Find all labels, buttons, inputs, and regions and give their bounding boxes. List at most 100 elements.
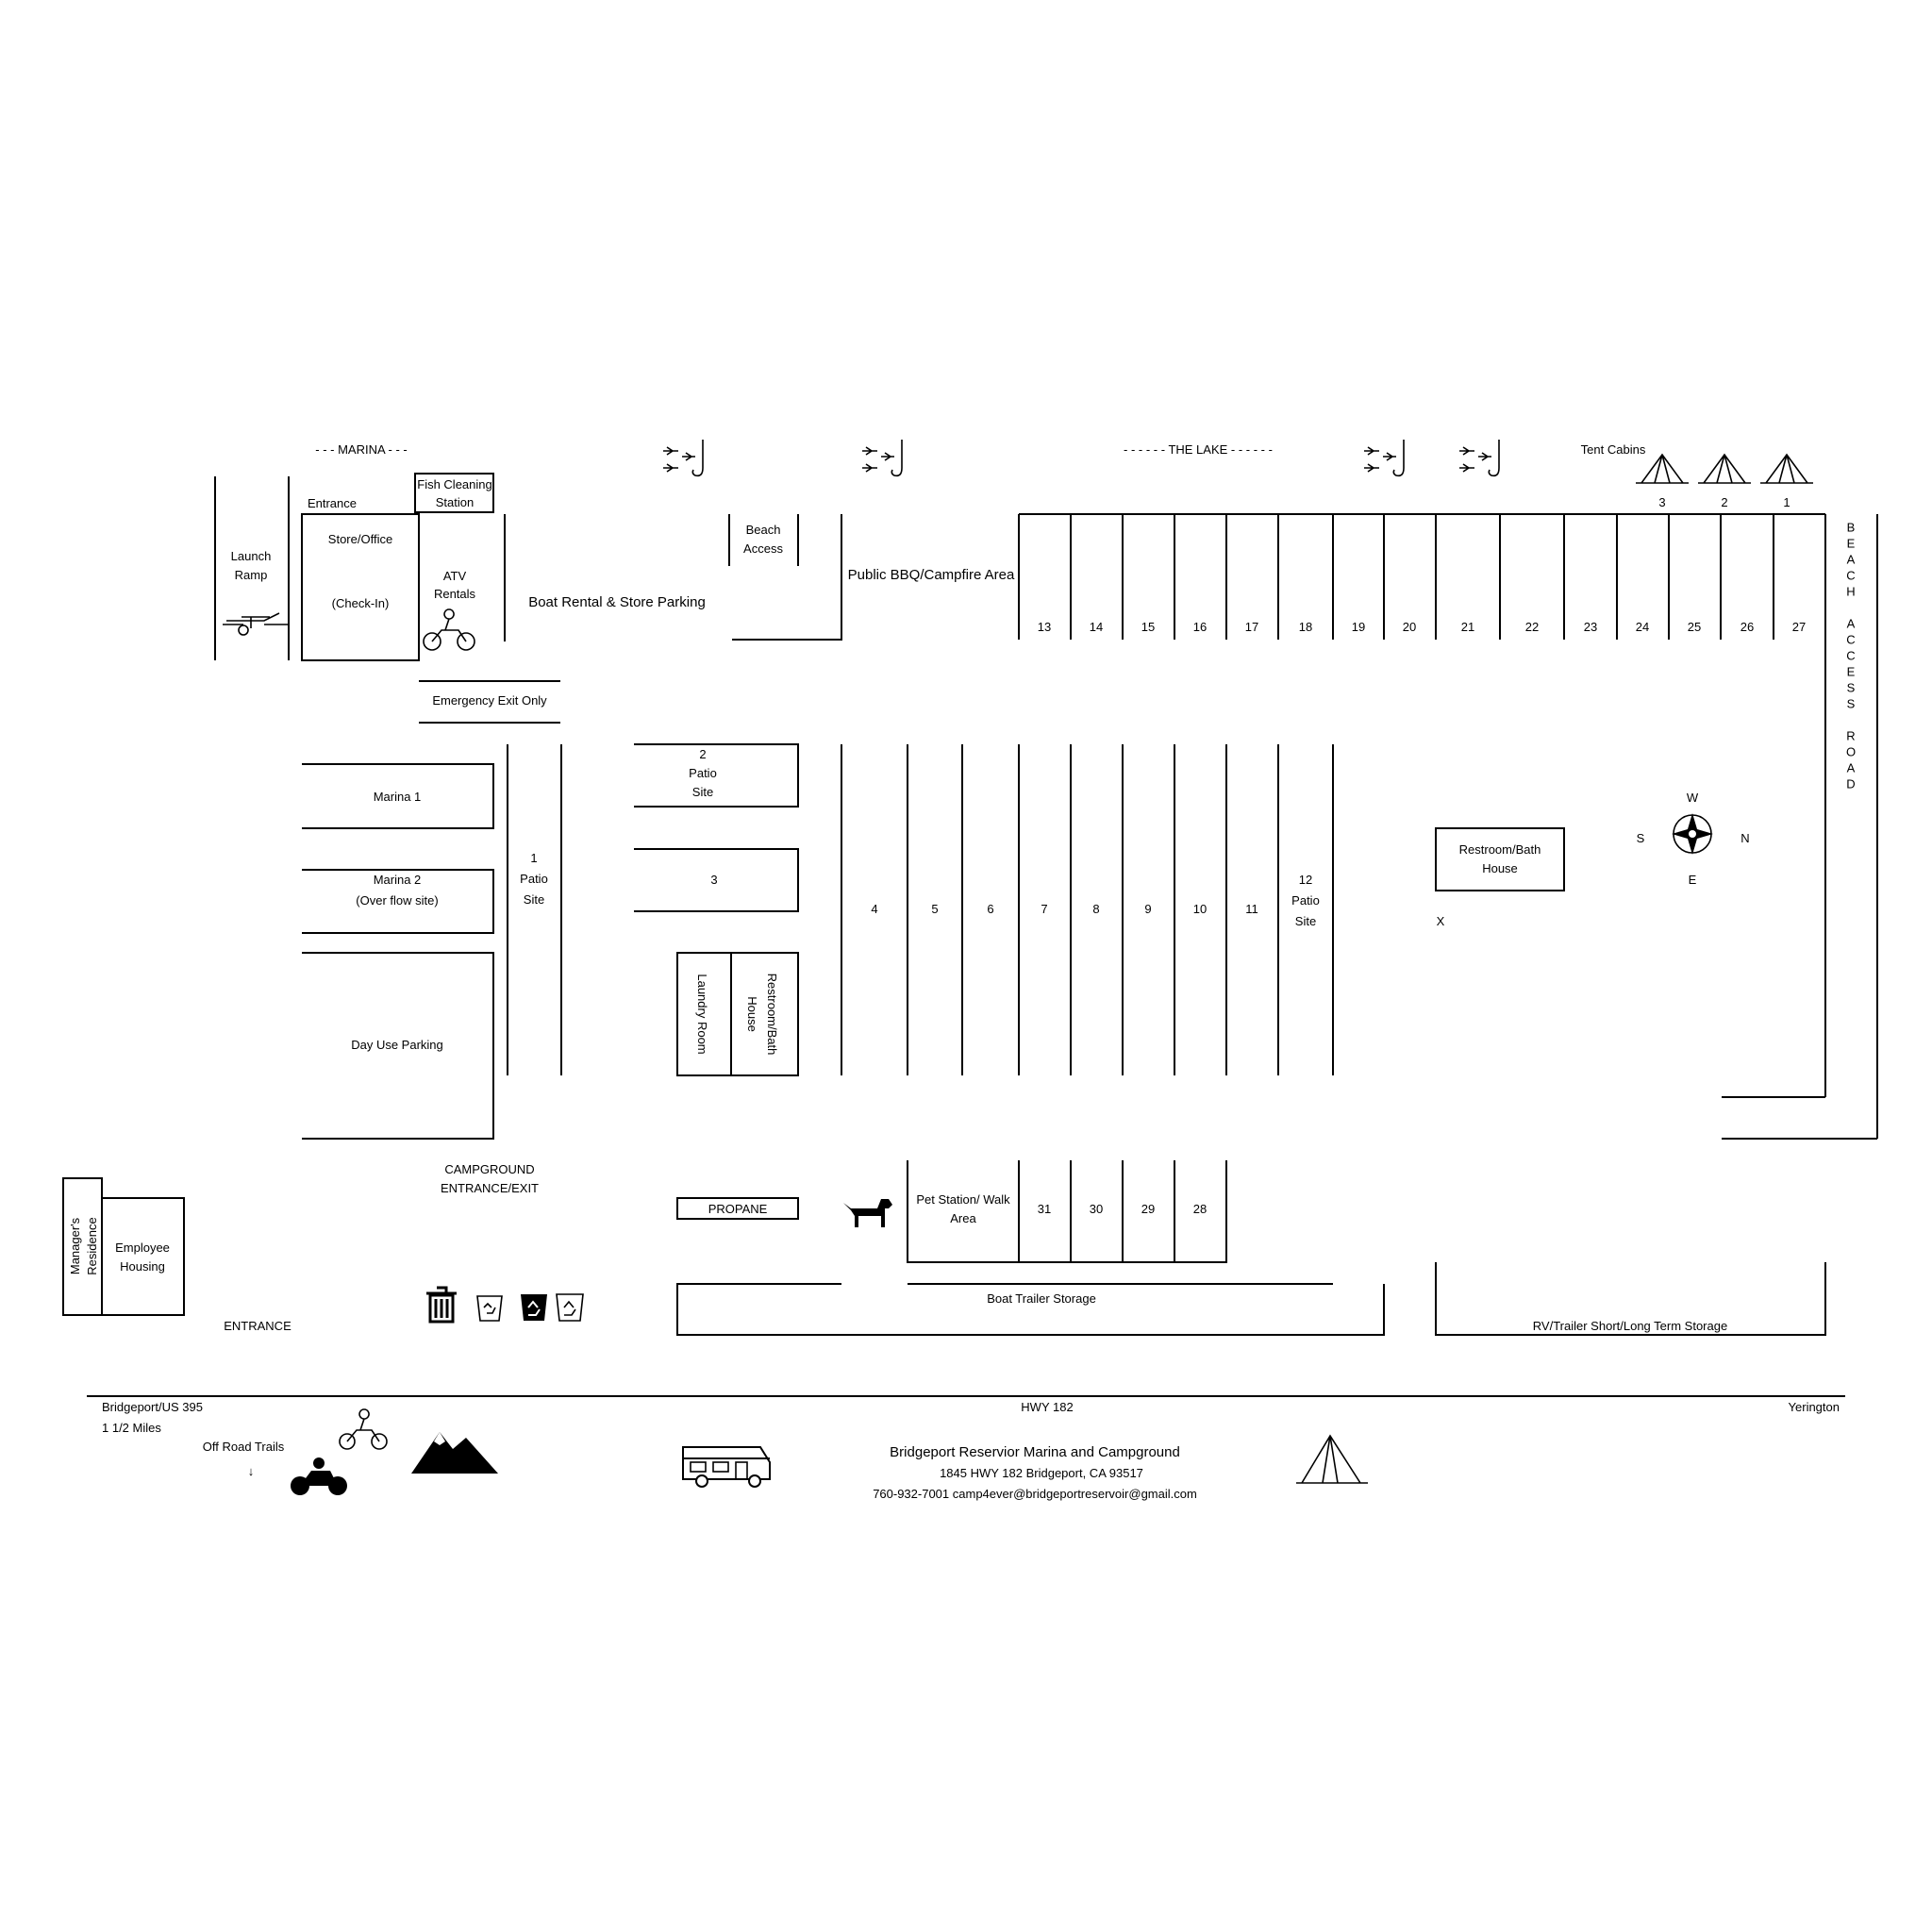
tent-cabin-icon bbox=[1636, 453, 1813, 484]
site-number: 25 bbox=[1688, 620, 1701, 634]
marina-1-site bbox=[302, 763, 494, 829]
restroom-bath-house-right bbox=[1435, 827, 1565, 891]
emergency-exit-label: Emergency Exit Only bbox=[432, 693, 547, 708]
site-number: 19 bbox=[1352, 620, 1365, 634]
down-arrow-icon: ↓ bbox=[248, 1464, 255, 1478]
site-2-label: Site bbox=[692, 785, 713, 799]
middle-row-site-numbers: 4 5 6 7 8 9 10 11 bbox=[871, 902, 1257, 916]
site-number: 9 bbox=[1144, 902, 1151, 916]
site-12-label: Site bbox=[1295, 914, 1316, 928]
propane-station bbox=[676, 1197, 799, 1220]
site-number: 29 bbox=[1141, 1202, 1155, 1216]
launch-ramp-label: Ramp bbox=[235, 568, 268, 582]
site-number: 22 bbox=[1525, 620, 1539, 634]
atv-rentals-label: ATV bbox=[443, 569, 467, 583]
marina-1-label: Marina 1 bbox=[374, 790, 422, 804]
day-use-parking-area bbox=[302, 952, 494, 1140]
x-marker: X bbox=[1437, 914, 1445, 928]
boat-trailer-storage-label: Boat Trailer Storage bbox=[987, 1291, 1096, 1306]
compass-n: N bbox=[1740, 831, 1749, 845]
check-in-label: (Check-In) bbox=[332, 596, 390, 610]
boat-trailer-icon bbox=[223, 612, 289, 636]
fish-cleaning-label: Station bbox=[436, 495, 474, 509]
fish-cleaning-station bbox=[414, 473, 494, 513]
fish-hook-icon bbox=[1364, 440, 1405, 477]
campground-entrance-label: CAMPGROUND bbox=[444, 1162, 534, 1176]
tent-icon bbox=[1296, 1434, 1368, 1484]
marina-header: - - - MARINA - - - bbox=[315, 442, 408, 457]
site-3 bbox=[634, 848, 799, 912]
site-number: 18 bbox=[1299, 620, 1312, 634]
site-number: 23 bbox=[1584, 620, 1597, 634]
campground-entrance-label: ENTRANCE/EXIT bbox=[441, 1181, 539, 1195]
recycle-bin-icon bbox=[476, 1295, 503, 1322]
site-number: 17 bbox=[1245, 620, 1258, 634]
site-1-label: Site bbox=[524, 892, 544, 907]
footer-address: 1845 HWY 182 Bridgeport, CA 93517 bbox=[940, 1466, 1143, 1480]
bottom-row-site-numbers: 31 30 29 28 bbox=[1038, 1202, 1207, 1216]
site-number: 20 bbox=[1403, 620, 1416, 634]
top-row-site-numbers: 13 14 15 16 17 18 19 20 21 22 23 24 25 2… bbox=[1038, 620, 1806, 634]
rv-storage-area bbox=[1435, 1262, 1826, 1336]
beach-access-label: Access bbox=[743, 541, 783, 556]
recycle-bin-icon bbox=[521, 1294, 547, 1321]
site-number: 28 bbox=[1193, 1202, 1207, 1216]
atv-rentals-label: Rentals bbox=[434, 587, 476, 601]
pet-station-label: Area bbox=[950, 1211, 976, 1225]
site-1-label: Patio bbox=[520, 872, 548, 886]
site-1-label: 1 bbox=[530, 851, 537, 865]
site-2 bbox=[634, 743, 799, 808]
pet-station-area bbox=[907, 1160, 1227, 1263]
site-number: 10 bbox=[1193, 902, 1207, 916]
site-number: 30 bbox=[1090, 1202, 1103, 1216]
restroom-bath-label: House bbox=[1482, 861, 1518, 875]
footer-contact: 760-932-7001 camp4ever@bridgeportreservo… bbox=[873, 1487, 1197, 1501]
site-number: 21 bbox=[1461, 620, 1474, 634]
site-number: 16 bbox=[1193, 620, 1207, 634]
beach-access-label: Beach bbox=[746, 523, 781, 537]
rv-storage-label: RV/Trailer Short/Long Term Storage bbox=[1533, 1319, 1727, 1333]
store-office-label: Store/Office bbox=[328, 532, 392, 546]
lake-header: - - - - - - THE LAKE - - - - - - bbox=[1124, 442, 1273, 457]
beach-access-road-label: BEACH ACCESS ROAD bbox=[1844, 521, 1858, 793]
road-left-label: Bridgeport/US 395 bbox=[102, 1400, 203, 1414]
dog-icon bbox=[843, 1199, 892, 1227]
site-number: 11 bbox=[1245, 902, 1258, 916]
site-number: 31 bbox=[1038, 1202, 1051, 1216]
compass-w: W bbox=[1687, 791, 1699, 805]
road-center-label: HWY 182 bbox=[1021, 1400, 1073, 1414]
marina-2-label: Marina 2 bbox=[374, 873, 422, 887]
rv-icon bbox=[682, 1446, 771, 1488]
laundry-restroom-building bbox=[676, 952, 799, 1076]
employee-housing-label: Housing bbox=[120, 1259, 165, 1274]
site-number: 5 bbox=[931, 902, 938, 916]
site-number: 8 bbox=[1092, 902, 1099, 916]
off-road-trails-label: Off Road Trails bbox=[203, 1440, 285, 1454]
site-number: 24 bbox=[1636, 620, 1649, 634]
fish-hook-icon bbox=[1459, 440, 1500, 477]
boat-trailer-storage-area bbox=[676, 1283, 1385, 1336]
site-2-label: 2 bbox=[699, 747, 706, 761]
fish-hook-icon bbox=[663, 440, 704, 477]
fish-cleaning-label: Fish Cleaning bbox=[417, 477, 492, 491]
entrance-label: ENTRANCE bbox=[224, 1319, 291, 1333]
tent-cabin-number: 1 bbox=[1783, 495, 1790, 509]
mountains-icon bbox=[411, 1432, 498, 1474]
restroom-bath-label: Restroom/Bath bbox=[765, 974, 779, 1056]
atv-rider-icon bbox=[339, 1408, 388, 1450]
site-number: 15 bbox=[1141, 620, 1155, 634]
marina-2-label: (Over flow site) bbox=[356, 893, 438, 908]
site-number: 27 bbox=[1792, 620, 1806, 634]
site-number: 7 bbox=[1041, 902, 1047, 916]
site-12-label: 12 bbox=[1299, 873, 1312, 887]
pet-station-label: Pet Station/ Walk bbox=[916, 1192, 1010, 1207]
restroom-bath-label: Restroom/Bath bbox=[1459, 842, 1541, 857]
top-row-dividers bbox=[1018, 514, 1826, 640]
employee-housing bbox=[101, 1197, 185, 1316]
marina-2-site bbox=[302, 869, 494, 934]
road-distance-label: 1 1/2 Miles bbox=[102, 1421, 161, 1435]
tent-cabin-number: 3 bbox=[1658, 495, 1665, 509]
entrance-small-label: Entrance bbox=[308, 496, 357, 510]
site-3-label: 3 bbox=[710, 873, 717, 887]
